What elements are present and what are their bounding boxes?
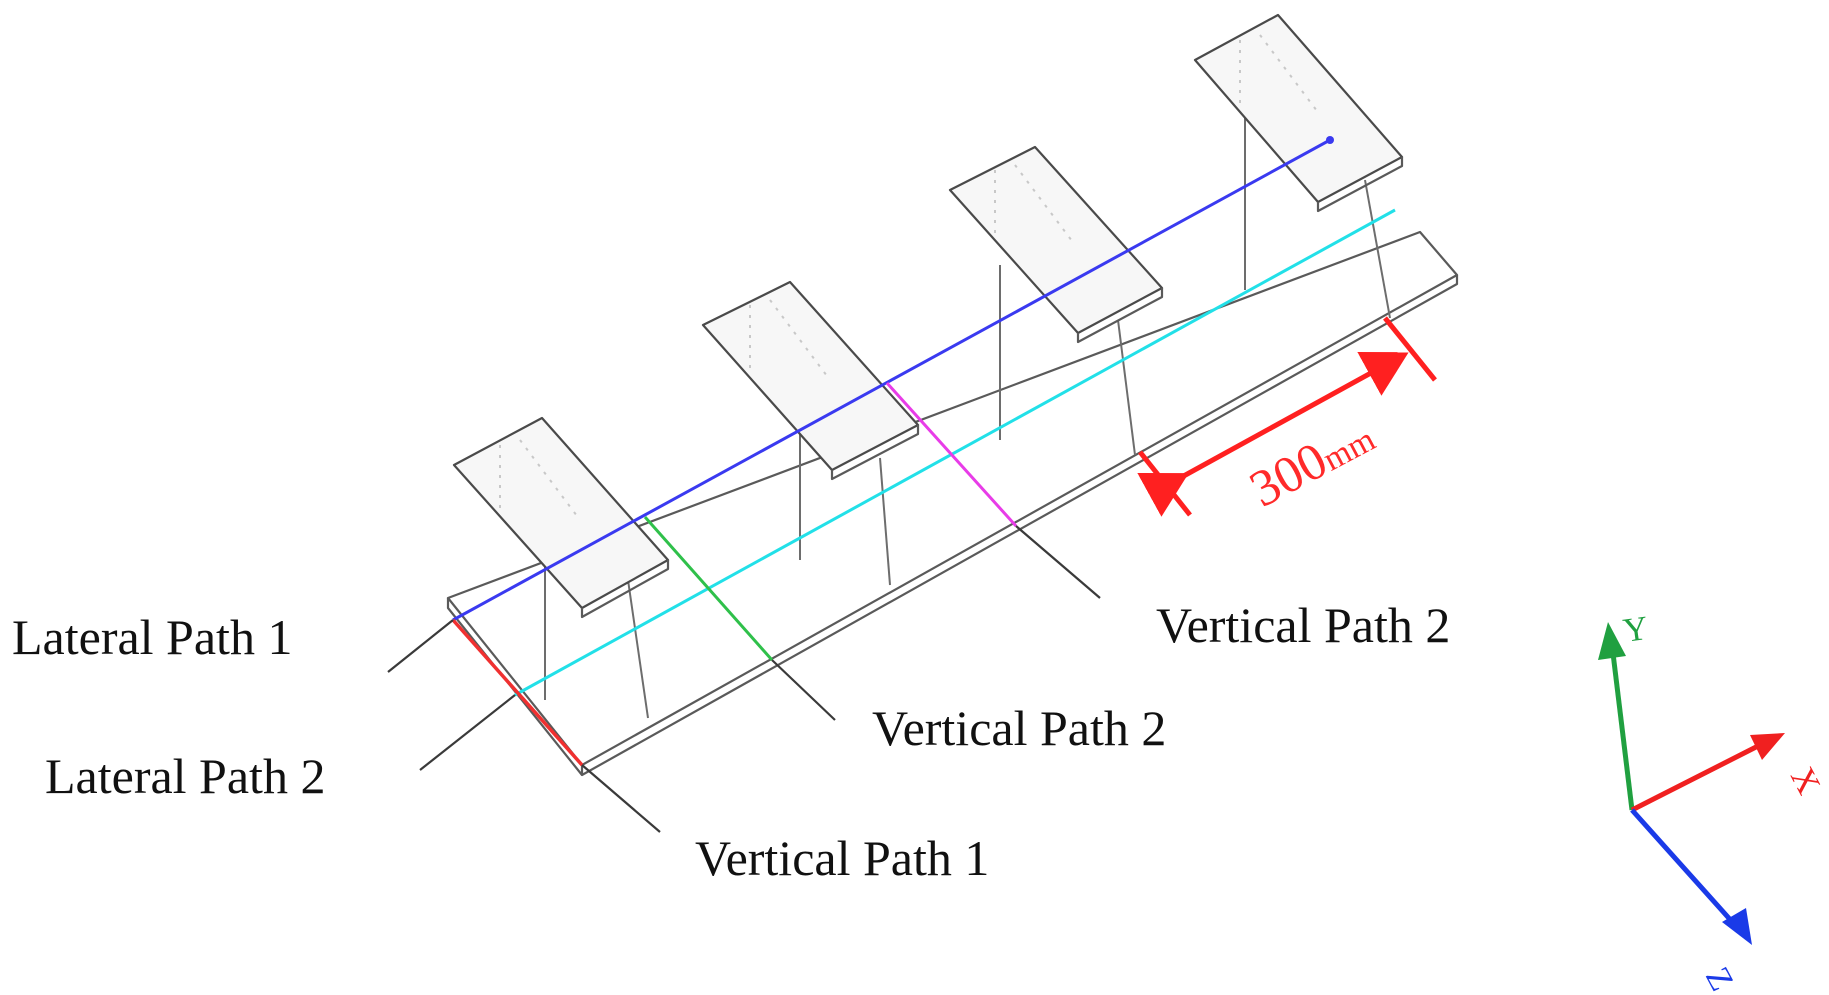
dimension-tick-right [1383,316,1437,382]
axis-x-label: X [1783,761,1827,800]
label-vertical-path-2-right: Vertical Path 2 [1156,597,1450,653]
leader-lateral-path-1 [387,619,454,673]
leader-vertical-path-2-right [1015,525,1101,599]
measurement-paths [451,136,1396,767]
label-vertical-path-1: Vertical Path 1 [695,830,989,886]
dimension-tick-left [1138,450,1192,517]
axis-z-arrow [1630,808,1737,927]
label-vertical-path-2-left: Vertical Path 2 [872,700,1166,756]
axis-z-label: Z [1698,961,1740,995]
lateral-path-1-end-dot [1326,136,1334,144]
top-plate-3 [948,145,1164,344]
axis-y-arrow [1609,644,1635,811]
coordinate-axes: Y X Z [1598,610,1827,995]
axis-x-arrow [1630,742,1762,813]
top-plate-2 [701,280,920,481]
axis-z-arrowhead [1722,908,1752,945]
leader-vertical-path-1 [581,764,661,833]
leader-vertical-path-2-left [771,659,836,721]
dimension-arrow [1137,351,1409,517]
label-lateral-path-2: Lateral Path 2 [45,748,325,804]
dimension-300mm: 300mm [1137,316,1437,519]
leader-lines [387,525,1101,833]
axis-y-label: Y [1621,610,1650,650]
path-labels: Lateral Path 1 Lateral Path 2 Vertical P… [12,597,1450,886]
dimension-label: 300mm [1241,407,1383,519]
top-plate-4 [1193,13,1404,213]
lateral-path-2-line [514,208,1396,697]
lateral-path-1-line [452,138,1331,622]
vertical-path-2-right-line [885,381,1018,528]
vertical-path-1-line [451,618,584,767]
top-plates [452,13,1404,619]
axis-x-arrowhead [1750,733,1785,760]
label-lateral-path-1: Lateral Path 1 [12,609,292,665]
top-plate-1 [452,416,670,619]
leader-lateral-path-2 [419,694,516,771]
vertical-path-2-left-line [643,516,774,661]
axis-y-arrowhead [1598,622,1626,660]
